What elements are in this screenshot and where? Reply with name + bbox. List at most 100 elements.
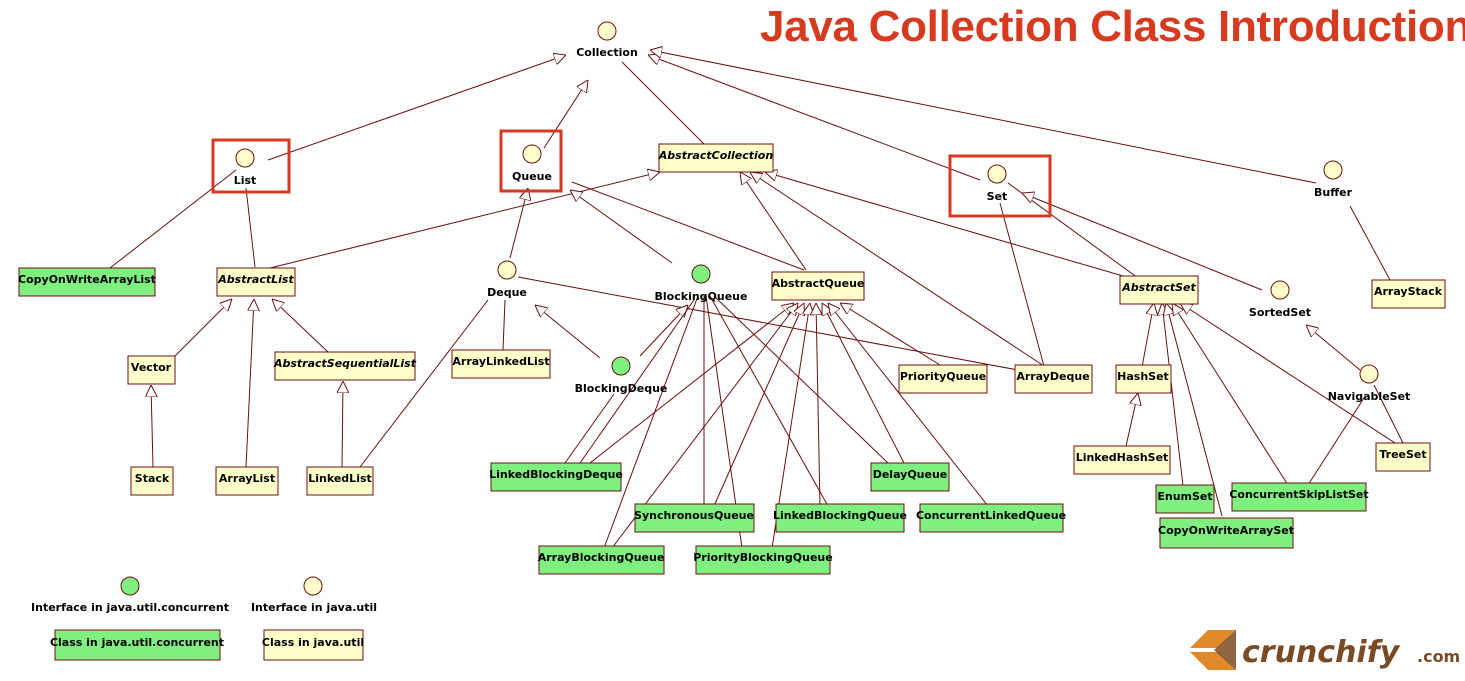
legend-interface-concurrent-label: Interface in java.util.concurrent	[31, 601, 229, 614]
edge-dq-abstractqueue	[822, 303, 905, 464]
edge-blockingdeque-blockingqueue	[639, 305, 688, 357]
deque-icon	[497, 260, 517, 280]
collection-icon	[597, 21, 617, 41]
label-priority-blocking-queue: PriorityBlockingQueue	[693, 551, 832, 564]
hash-set-box	[1115, 364, 1172, 394]
label-abstract-sequential-list: AbstractSequentialList	[273, 357, 417, 370]
edge-cslss-navigableset	[1307, 397, 1365, 486]
label-array-list: ArrayList	[219, 472, 275, 485]
stack-box	[130, 466, 174, 496]
edge-queue-collection	[543, 80, 588, 149]
edge-sq-abstractqueue	[713, 303, 804, 507]
label-buffer: Buffer	[1314, 186, 1353, 199]
highlight-list	[211, 138, 291, 194]
abstract-collection-box	[658, 143, 774, 173]
synchronous-queue-box	[634, 503, 755, 533]
edge-cowas-abstractset	[1166, 303, 1223, 517]
edge-abstractset-abstractcollection	[765, 172, 1131, 279]
label-array-deque: ArrayDeque	[1016, 370, 1089, 383]
abstract-queue-box	[771, 271, 865, 301]
label-concurrent-skip-list-set: ConcurrentSkipListSet	[1229, 488, 1368, 501]
crunchify-logo-icon	[1190, 630, 1236, 670]
edge-arraylist-abstractlist	[245, 299, 254, 468]
label-abstract-list: AbstractList	[217, 273, 294, 286]
label-vector: Vector	[131, 361, 172, 374]
label-delay-queue: DelayQueue	[873, 468, 948, 481]
edge-cowal-list	[109, 169, 237, 269]
label-abstract-collection: AbstractCollection	[658, 149, 774, 162]
edge-dq-blockingqueue	[713, 295, 889, 464]
edge-list-collection	[267, 55, 566, 161]
label-concurrent-linked-queue: ConcurrentLinkedQueue	[916, 509, 1066, 522]
edge-deque-queue	[509, 188, 528, 259]
edge-lbd-blockingdeque	[564, 393, 615, 464]
label-set: Set	[987, 190, 1008, 203]
legend-interface-util-label: Interface in java.util	[251, 601, 377, 614]
label-array-stack: ArrayStack	[1374, 285, 1443, 298]
array-list-box	[215, 466, 279, 496]
crunchify-logo: crunchify .com	[1190, 630, 1460, 670]
label-hash-set: HashSet	[1117, 370, 1169, 383]
label-stack: Stack	[135, 472, 170, 485]
edge-linkedlist-deque	[359, 299, 489, 468]
logo-word: crunchify	[1242, 635, 1401, 670]
legend-class-concurrent-label: Class in java.util.concurrent	[50, 636, 224, 649]
label-list: List	[234, 174, 257, 187]
linked-list-box	[306, 466, 374, 496]
edge-abstractlist-list	[245, 187, 256, 268]
array-stack-box	[1371, 279, 1446, 309]
highlight-queue	[499, 129, 563, 193]
queue-icon	[522, 144, 542, 164]
edges	[109, 50, 1405, 549]
copy-on-write-array-set-box	[1159, 517, 1294, 549]
edge-blockingqueue-queue	[570, 190, 673, 264]
tree-set-box	[1375, 442, 1431, 472]
edge-lbq-blockingqueue	[709, 295, 829, 507]
label-synchronous-queue: SynchronousQueue	[634, 509, 754, 522]
highlights	[211, 129, 1052, 218]
label-queue: Queue	[512, 170, 552, 183]
edge-treeset-abstractset	[1180, 303, 1399, 446]
edge-navigableset-sortedset	[1306, 325, 1361, 371]
label-copy-on-write-array-list: CopyOnWriteArrayList	[18, 273, 156, 286]
classes: AbstractCollection AbstractList Abstract…	[18, 143, 1446, 575]
delay-queue-box	[870, 462, 950, 492]
edge-arraydeque-set	[999, 202, 1046, 371]
blocking-deque-icon	[611, 356, 631, 376]
highlight-set	[948, 154, 1052, 218]
edge-clq-abstractqueue	[828, 303, 989, 507]
legend-class-concurrent-box	[54, 629, 221, 661]
label-copy-on-write-array-set: CopyOnWriteArraySet	[1158, 524, 1294, 537]
label-array-linked-list: ArrayLinkedList	[452, 355, 549, 368]
concurrent-skip-list-set-box	[1231, 482, 1367, 512]
label-sorted-set: SortedSet	[1249, 306, 1311, 319]
enum-set-box	[1155, 484, 1215, 514]
interfaces: Collection List Queue Set Buffer Deque B…	[120, 21, 1410, 596]
label-array-blocking-queue: ArrayBlockingQueue	[538, 551, 665, 564]
abstract-set-box	[1119, 275, 1199, 305]
edge-vector-abstractlist	[174, 299, 232, 357]
copy-on-write-array-list-box	[18, 267, 156, 297]
label-deque: Deque	[487, 286, 527, 299]
label-tree-set: TreeSet	[1379, 448, 1426, 461]
edge-treeset-navigableset	[1373, 384, 1405, 446]
abstract-sequential-list-box	[274, 351, 416, 381]
label-blocking-deque: BlockingDeque	[575, 382, 668, 395]
label-blocking-queue: BlockingQueue	[655, 290, 748, 303]
label-linked-hash-set: LinkedHashSet	[1076, 451, 1169, 464]
edge-arraydeque-abstractcollection	[750, 172, 1051, 371]
linked-blocking-deque-box	[490, 462, 622, 492]
edge-arraylinkedlist-deque	[502, 299, 506, 351]
legend-class-util-box	[263, 629, 364, 661]
sorted-set-icon	[1270, 280, 1290, 300]
concurrent-linked-queue-box	[919, 503, 1064, 533]
edge-sortedset-set	[1022, 193, 1263, 291]
label-linked-blocking-queue: LinkedBlockingQueue	[773, 509, 907, 522]
label-linked-blocking-deque: LinkedBlockingDeque	[489, 468, 623, 481]
legend-concurrent-interface-icon	[120, 576, 140, 596]
label-priority-queue: PriorityQueue	[900, 370, 986, 383]
logo-suffix: .com	[1417, 647, 1460, 666]
array-linked-list-box	[451, 349, 551, 379]
legend: Interface in java.util.concurrent Interf…	[31, 601, 377, 661]
